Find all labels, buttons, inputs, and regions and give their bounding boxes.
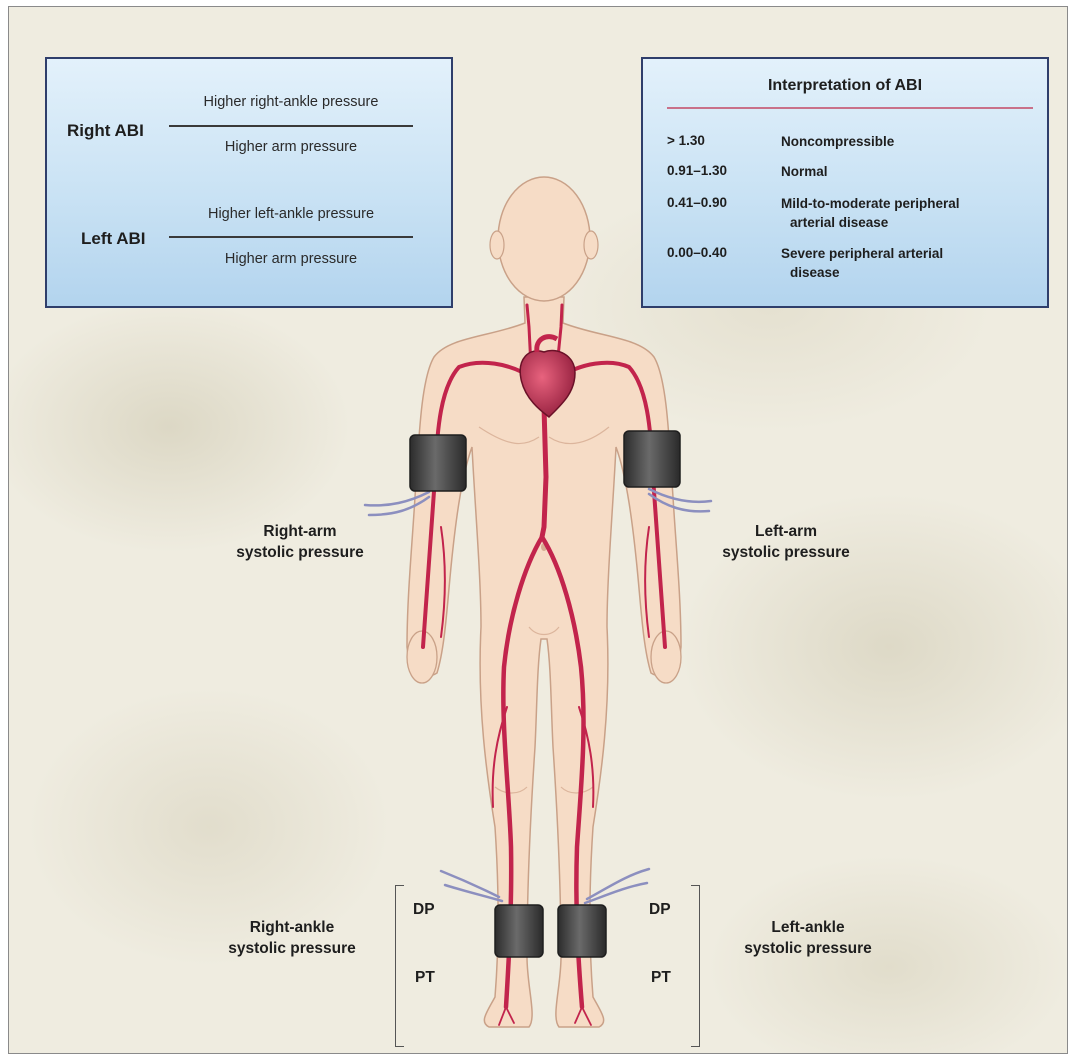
abi-formula-box: Right ABI Higher right-ankle pressure Hi… [45, 57, 453, 308]
range-description: Normal [781, 162, 1041, 181]
left-ankle-cuff [558, 905, 606, 957]
range-value: > 1.30 [667, 133, 705, 148]
title-divider [667, 107, 1033, 109]
range-value: 0.00–0.40 [667, 245, 727, 260]
left-ankle-label: Left-ankle systolic pressure [713, 917, 903, 959]
left-dp-label: DP [649, 901, 671, 919]
right-ankle-cuff [495, 905, 543, 957]
left-arm-cuff [624, 431, 680, 487]
right-arm-label: Right-arm systolic pressure [205, 521, 395, 563]
range-description: Severe peripheral arterial disease [781, 244, 1041, 282]
abi-diagram: Right ABI Higher right-ankle pressure Hi… [8, 6, 1068, 1054]
range-description: Mild-to-moderate peripheral arterial dis… [781, 194, 1041, 232]
left-pulse-bracket [691, 885, 700, 1047]
right-abi-fraction-bar [169, 125, 413, 127]
left-abi-denominator: Higher arm pressure [171, 251, 411, 267]
right-abi-denominator: Higher arm pressure [171, 139, 411, 155]
range-description: Noncompressible [781, 132, 1041, 151]
right-dp-label: DP [413, 901, 435, 919]
right-abi-label: Right ABI [67, 121, 144, 141]
right-pulse-bracket [395, 885, 404, 1047]
range-value: 0.91–1.30 [667, 163, 727, 178]
right-ankle-label: Right-ankle systolic pressure [197, 917, 387, 959]
left-abi-fraction-bar [169, 236, 413, 238]
left-abi-label: Left ABI [81, 229, 146, 249]
left-pt-label: PT [651, 969, 671, 987]
left-arm-label: Left-arm systolic pressure [691, 521, 881, 563]
range-value: 0.41–0.90 [667, 195, 727, 210]
left-abi-numerator: Higher left-ankle pressure [171, 206, 411, 222]
right-abi-numerator: Higher right-ankle pressure [171, 94, 411, 110]
abi-interpretation-box: Interpretation of ABI > 1.30 Noncompress… [641, 57, 1049, 308]
right-arm-cuff [410, 435, 466, 491]
right-pt-label: PT [415, 969, 435, 987]
interpretation-title: Interpretation of ABI [643, 77, 1047, 95]
